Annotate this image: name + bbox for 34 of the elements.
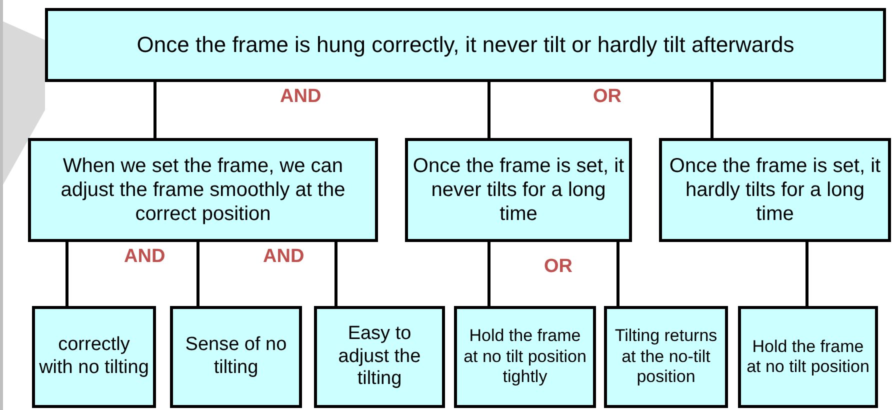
box-text: Hold the frame at no tilt position tightly [462,326,588,388]
logic-label: OR [544,256,572,278]
tree-box [170,306,302,408]
box-text: Once the frame is hung correctly, it never tilt or hardly tilt afterwards [136,32,794,58]
tree-box [405,138,632,242]
connector-line [806,242,808,306]
tree-box [454,306,596,408]
tree-box [659,138,891,242]
box-text: Easy to adjust the tilting [337,322,422,392]
logic-label: AND [280,86,322,108]
connector-line [710,82,714,138]
box-text: correctly with no tilting [39,334,149,380]
connector-line [488,82,490,138]
tree-box [28,138,378,242]
logic-label: AND [124,246,166,268]
tree-box [32,306,156,408]
connector-line [616,242,620,306]
tree-box [604,306,728,408]
tree-box [45,8,886,82]
box-text: Tilting returns at the no-tilt position [614,326,718,388]
connector-line [196,242,200,306]
logic-label: OR [593,86,622,108]
connector-line [66,242,68,306]
tree-box [738,306,878,408]
box-text: When we set the frame, we can adjust the frame smoothly at the correct position [60,154,346,226]
tree-box [314,306,445,408]
box-text: Hold the frame at no tilt position [746,336,870,378]
box-text: Sense of no tilting [184,334,288,380]
logic-label: AND [263,246,304,268]
connector-line [154,82,156,138]
connector-line [334,242,338,306]
connector-line [488,242,490,306]
box-text: Once the frame is set, it never tilts for a long time [412,154,625,226]
box-text: Once the frame is set, it hardly tilts for a long time [668,154,882,226]
